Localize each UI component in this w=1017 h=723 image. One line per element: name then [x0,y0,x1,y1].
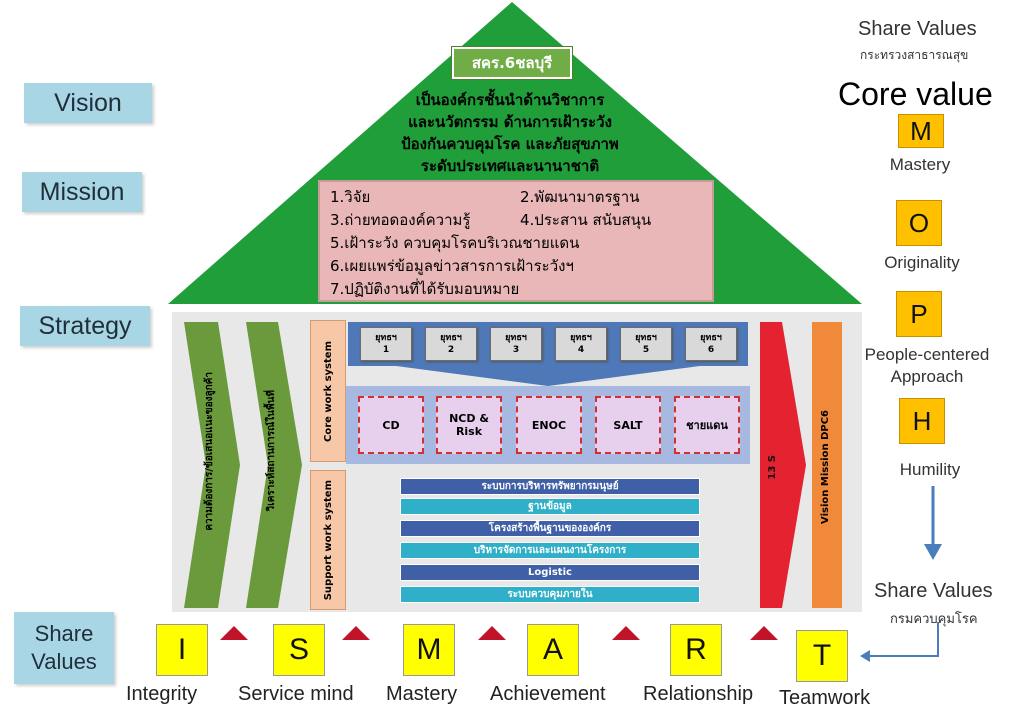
core-value-label: Humility [899,460,961,479]
down-arrow-icon [924,486,942,560]
support-item: ระบบการบริหารทรัพยากรมนุษย์ [400,478,700,495]
support-work-system-label: Support work system [322,479,334,601]
share-values-department: กรมควบคุมโรค [890,612,978,627]
return-arrow-icon [860,622,939,662]
core-program-item: CD [358,396,424,454]
vision-label: Vision [24,83,152,123]
mission-item: 4.ประสาน สนับสนุน [520,211,652,229]
smart-label: Mastery [386,683,458,705]
strategy-label: Strategy [20,306,150,346]
vision-mission-dpc6-label: Vision Mission DPC6 [820,410,831,524]
share-values-label-line2: Values [31,649,97,674]
red-triangle-icon [478,626,506,640]
core-program-item: ENOC [516,396,582,454]
mission-box: 1.วิจัย 2.พัฒนามาตรฐาน 3.ถ่ายทอดองค์ความร… [318,180,714,302]
smart-letter-r: R [670,624,722,676]
share-values-title-2: Share Values [874,580,993,602]
smart-label: Service mind [238,683,354,705]
core-value-label: Originality [884,253,960,272]
support-work-system: Support work system [310,470,346,610]
organization-tag: สคร.6ชลบุรี [451,46,573,80]
share-values-ministry: กระทรวงสาธารณสุข [860,48,969,62]
vision-line: และนวัตกรรม ด้านการเฝ้าระวัง [408,113,612,131]
core-value-label: Mastery [889,155,951,174]
red-triangle-icon [612,626,640,640]
red-triangle-icon [220,626,248,640]
support-item: ฐานข้อมูล [400,498,700,515]
share-values-label-line1: Share [34,621,94,646]
smart-letter-m: M [403,624,455,676]
smart-letter-s: S [273,624,325,676]
smart-letter-i: I [156,624,208,676]
mission-label: Mission [22,172,142,212]
core-program-item: NCD & Risk [436,396,502,454]
core-value-o: O [896,200,942,246]
mission-item: 2.พัฒนามาตรฐาน [520,188,640,206]
core-work-system: Core work system [310,320,346,462]
support-item: ระบบควบคุมภายใน [400,586,700,603]
mission-item: 1.วิจัย [330,188,371,206]
mission-item: 7.ปฏิบัติงานที่ได้รับมอบหมาย [330,280,520,298]
vision-line: เป็นองค์กรชั้นนำด้านวิชาการ [415,91,605,109]
smart-label: Achievement [490,683,606,705]
vision-line: ป้องกันควบคุมโรค และภัยสุขภาพ [401,135,619,153]
support-item: Logistic [400,564,700,581]
core-program-item: SALT [595,396,661,454]
smart-label: Relationship [643,683,754,705]
share-values-label: Share Values [14,612,114,684]
smart-label: Teamwork [779,687,871,709]
red-triangle-icon [750,626,778,640]
mission-item: 6.เผยแพร่ข้อมูลข่าวสารการเฝ้าระวังฯ [330,257,574,275]
area-analysis-arrow-text: วิเคราะห์สถานการณ์ในพื้นที่ [266,390,277,512]
support-item: บริหารจัดการและแผนงานโครงการ [400,542,700,559]
mission-item: 5.เฝ้าระวัง ควบคุมโรคบริเวณชายแดน [330,234,580,252]
smart-letter-t: T [796,630,848,682]
core-value-label: People-centered Approach [864,345,990,386]
core-program-item: ชายแดน [674,396,740,454]
core-value-p: P [896,291,942,337]
vision-statement: เป็นองค์กรชั้นนำด้านวิชาการ และนวัตกรรม … [360,89,660,177]
core-value-heading: Core value [834,76,997,113]
smart-letter-a: A [527,624,579,676]
core-value-h: H [899,398,945,444]
smart-label: Integrity [126,683,198,705]
strategy-bar [348,322,748,366]
customer-needs-arrow-text: ความต้องการ/ข้อเสนอแนะของลูกค้า [204,372,215,531]
support-item: โครงสร้างพื้นฐานขององค์กร [400,520,700,537]
core-value-m: M [898,114,944,148]
thirteen-s-label: 13 S [767,455,778,480]
vision-line: ระดับประเทศและนานาชาติ [420,157,600,175]
core-work-system-label: Core work system [322,340,334,442]
red-triangle-icon [342,626,370,640]
share-values-title: Share Values [858,18,977,40]
mission-item: 3.ถ่ายทอดองค์ความรู้ [330,211,471,229]
